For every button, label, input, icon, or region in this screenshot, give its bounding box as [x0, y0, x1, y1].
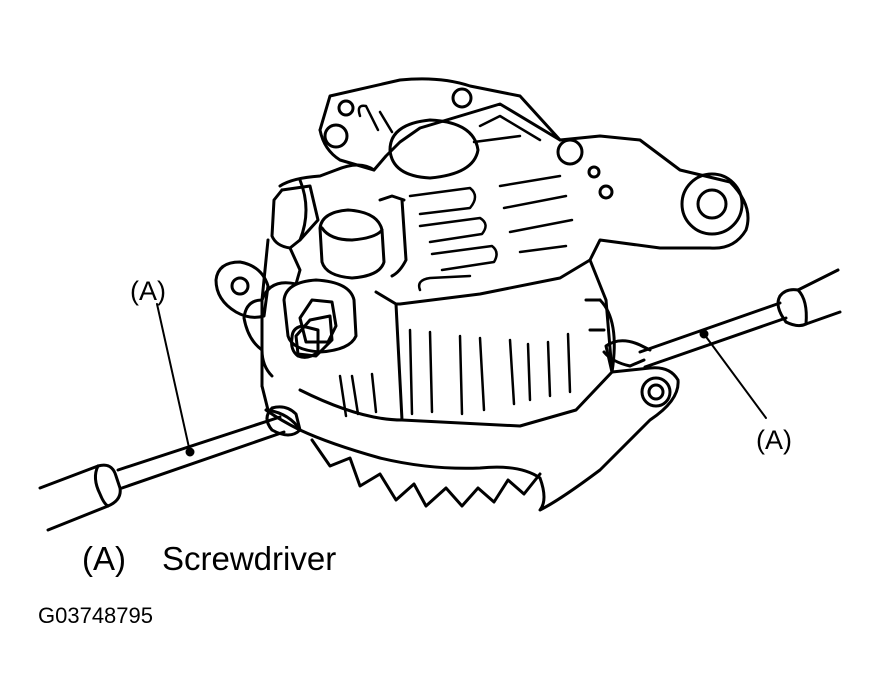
screwdriver-left-handle	[40, 465, 120, 530]
b-terminal-stud	[284, 280, 356, 357]
housing-vent-slots	[340, 330, 570, 416]
lower-bolt-boss-right	[642, 378, 670, 406]
leader-line-right	[704, 334, 766, 418]
screwdriver-right-shaft	[640, 303, 786, 367]
leader-line-left	[157, 304, 190, 452]
screwdriver-left-shaft	[118, 417, 284, 488]
mounting-ear-right	[682, 174, 742, 234]
rear-cover-plate	[280, 104, 748, 304]
legend-text: Screwdriver	[162, 540, 337, 577]
screwdriver-left	[40, 417, 284, 530]
screwdriver-right-handle	[780, 270, 840, 326]
connector-plug	[320, 210, 384, 278]
brush-holder-cap	[390, 120, 478, 178]
legend: (A) Screwdriver	[82, 540, 336, 578]
pulley-fan-teeth	[312, 440, 540, 506]
mounting-ear-left	[216, 262, 268, 317]
alternator	[216, 79, 748, 510]
housing-gap	[266, 352, 644, 430]
alternator-lower-housing	[262, 341, 678, 510]
screwdriver-right	[640, 270, 840, 367]
cover-slots	[359, 106, 572, 290]
legend-key: (A)	[82, 540, 126, 577]
figure-id: G03748795	[38, 603, 153, 628]
callout-label-right: (A)	[756, 425, 792, 455]
callout-label-left: (A)	[130, 276, 166, 306]
left-bracket	[244, 190, 300, 376]
